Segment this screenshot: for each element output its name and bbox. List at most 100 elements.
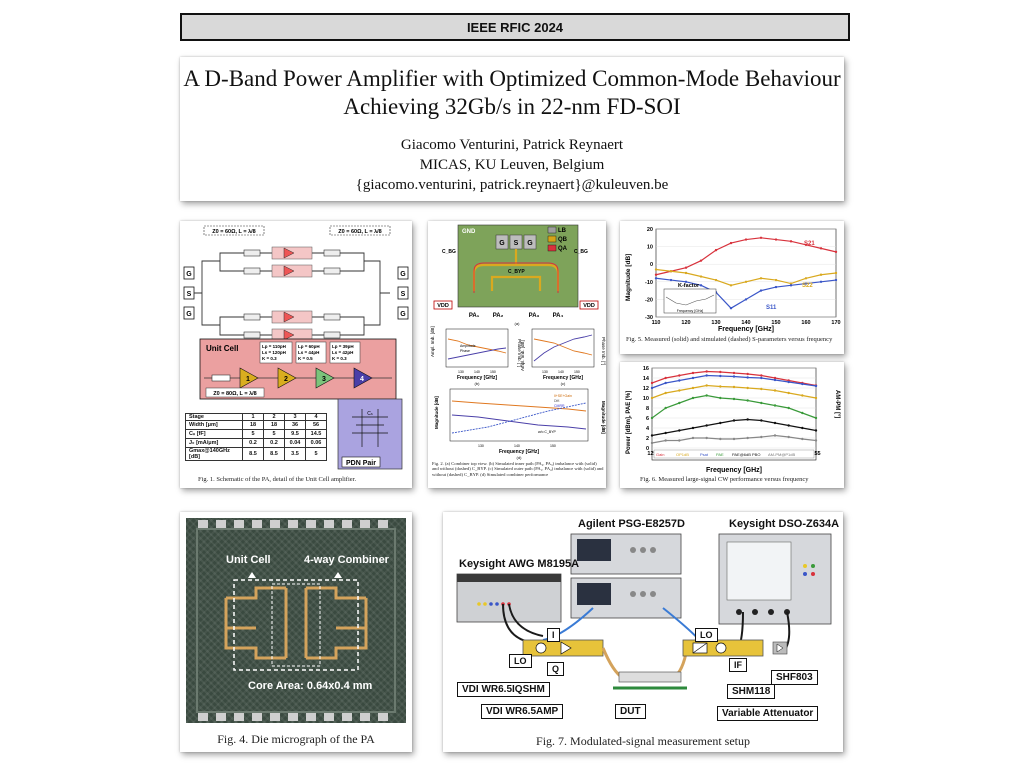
y-tick-label: -30	[645, 315, 653, 321]
svg-text:130: 130	[458, 370, 464, 374]
data-point	[684, 271, 688, 275]
data-point	[759, 289, 763, 292]
pa-rows	[271, 246, 313, 342]
svg-text:G: G	[400, 271, 406, 278]
x-tick-label: 155	[811, 451, 820, 457]
data-point	[787, 406, 790, 410]
psg-instrument	[570, 533, 682, 619]
svg-text:C_BG: C_BG	[442, 249, 456, 255]
x-tick-label: 170	[831, 320, 840, 326]
fig7-card: Agilent PSG-E8257D Keysight DSO-Z634A Ke…	[443, 512, 843, 752]
data-point	[773, 389, 777, 392]
shm-label: SHM118	[727, 684, 776, 699]
agilent-label: Agilent PSG-E8257D	[578, 518, 685, 530]
title-line-2: Achieving 32Gb/s in 22-nm FD-SOI	[343, 94, 681, 119]
q-label: Q	[547, 662, 565, 676]
s11-label: S11	[766, 305, 777, 311]
data-point	[804, 282, 808, 285]
svg-text:Ls = 120pH: Ls = 120pH	[262, 350, 286, 355]
data-point	[729, 241, 733, 245]
svg-text:C_BG: C_BG	[574, 249, 588, 255]
if-label: IF	[729, 658, 747, 672]
table-row: Stage 1 2 3 4	[185, 413, 327, 421]
y-tick-label: 8	[646, 406, 649, 412]
data-point	[773, 404, 777, 407]
table-row: Cₙ [fF] 5 5 9.5 14.5	[185, 429, 327, 439]
data-point	[760, 401, 763, 405]
tline-unit-label: Z0 = 80Ω, L = λ/8	[213, 391, 256, 397]
data-point	[834, 250, 838, 254]
data-point	[654, 277, 658, 280]
data-point	[746, 436, 749, 440]
svg-text:G: G	[186, 271, 192, 278]
svg-text:(d): (d)	[517, 455, 523, 460]
data-point	[732, 397, 736, 401]
y-tick-label: 6	[646, 416, 649, 422]
y-tick-label: 4	[646, 426, 650, 432]
attenuator-label: Variable Attenuator	[717, 706, 819, 721]
s22-label: S22	[802, 283, 813, 289]
fig2-caption: Fig. 2. (a) Combiner top view. (b) Simul…	[432, 461, 604, 477]
svg-text:140: 140	[474, 370, 480, 374]
fig5-ylabel: Magnitude [dB]	[625, 254, 632, 301]
data-point	[732, 419, 736, 422]
svg-text:w/o C_BYP: w/o C_BYP	[538, 430, 557, 434]
fig7-setup	[456, 533, 832, 690]
data-point	[760, 376, 763, 380]
data-point	[699, 284, 703, 287]
data-point	[729, 307, 733, 310]
svg-text:130: 130	[542, 370, 548, 374]
svg-text:130: 130	[478, 444, 484, 448]
svg-text:S: S	[514, 240, 519, 247]
data-point	[787, 391, 790, 395]
svg-text:Ls = 42pH: Ls = 42pH	[332, 350, 353, 355]
dut-label: DUT	[615, 704, 646, 719]
pdn-pair-label: PDN Pair	[346, 460, 376, 467]
svg-text:150: 150	[574, 370, 580, 374]
kfactor-inset: K-factor Frequency [GHz]	[663, 283, 717, 314]
svg-text:Ampl. Imb. [dB]: Ampl. Imb. [dB]	[520, 340, 525, 371]
table-row: Width [μm] 18 18 36 56	[185, 420, 327, 430]
y-tick-label: 20	[647, 227, 653, 233]
data-point	[684, 280, 688, 283]
x-tick-label: 130	[711, 320, 720, 326]
x-tick-label: 150	[771, 320, 780, 326]
svg-text:Phase: Phase	[460, 349, 470, 353]
fig1-table: Stage 1 2 3 4 Width [μm] 18 18 36 56 Cₙ …	[185, 413, 327, 461]
data-point	[759, 277, 763, 280]
data-point	[819, 273, 823, 276]
data-point	[719, 437, 722, 441]
author-block: Giacomo Venturini, Patrick Reynaert MICA…	[180, 135, 844, 195]
combiner-label: 4-way Combiner	[304, 554, 389, 566]
table-row: Gmax@140GHz [dB] 8.5 8.5 3.5 5	[185, 447, 327, 461]
gsg-left: G S G	[183, 266, 195, 320]
svg-text:C_BYP: C_BYP	[508, 269, 525, 275]
data-point	[691, 396, 695, 400]
data-point	[691, 371, 695, 375]
data-point	[705, 436, 708, 440]
data-point	[719, 396, 722, 400]
svg-text:OP1dB: OP1dB	[676, 452, 689, 457]
data-point	[650, 386, 654, 390]
data-point	[678, 439, 681, 442]
title-card: A D-Band Power Amplifier with Optimized …	[180, 57, 844, 201]
data-point	[705, 394, 708, 397]
data-point	[801, 426, 804, 430]
vdi-iqshm-label: VDI WR6.5IQSHM	[457, 682, 550, 697]
svg-text:Amplitude: Amplitude	[460, 344, 476, 348]
fig6-chart: Power [dBm], PAE [%] AM-PM [°] Frequency…	[626, 366, 840, 474]
data-point	[804, 277, 808, 280]
data-point	[814, 439, 818, 442]
svg-text:Gain: Gain	[656, 452, 664, 457]
fig4-card: Unit Cell 4-way Combiner Core Area: 0.64…	[180, 512, 412, 752]
svg-text:Magnitude [dB]: Magnitude [dB]	[434, 396, 439, 429]
data-point	[714, 278, 718, 282]
lo-label-tx: LO	[509, 654, 532, 668]
svg-text:(b): (b)	[475, 381, 481, 386]
fig6-legend: Gain OP1dB Psat PAE PAE@6dB PBO AM-PM@P1…	[653, 449, 815, 459]
svg-text:K-factor: K-factor	[678, 283, 700, 289]
svg-text:Frequency [GHz]: Frequency [GHz]	[457, 375, 497, 381]
